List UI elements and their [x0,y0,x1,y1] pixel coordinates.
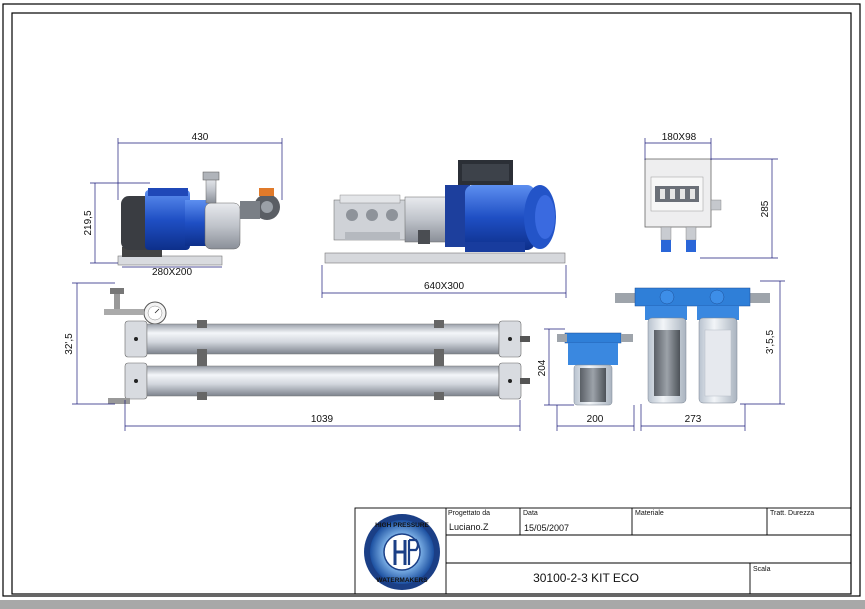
dim-pump-large-base: 640X300 [424,281,464,292]
dim-membranes-height: 32',5 [64,333,75,355]
single-filter-dims [544,328,635,431]
treatment-label: Tratt. Durezza [770,510,814,517]
dim-panel-height: 285 [760,200,771,217]
single-filter [557,332,633,406]
large-pump-unit [324,160,566,264]
membrane-dims [72,282,521,431]
dim-pump-small-height: 219,5 [83,210,94,235]
dim-membranes-length: 1039 [311,414,334,425]
large-pump-dims [321,265,567,298]
small-pump-dims [90,138,283,268]
small-pump-unit [117,171,280,266]
designer-label: Progettato da [448,510,490,517]
date-label: Data [523,510,538,517]
scale-label: Scala [753,566,771,573]
double-filter [615,287,770,404]
panel-dims [644,138,778,259]
dim-filter-double-height: 3',5,5 [765,329,776,354]
outer-frame [2,3,861,597]
date-value: 15/05/2007 [524,523,569,533]
material-label: Materiale [635,510,664,517]
electrical-panel [644,158,722,252]
designer-value: Luciano.Z [449,522,489,532]
logo-top-text: HIGH PRESSURE [375,522,429,529]
company-logo [364,514,440,590]
dim-pump-small-width: 430 [192,132,209,143]
drawing-number: 30100-2-3 KIT ECO [533,571,639,585]
membrane-assembly [104,288,530,404]
logo-bottom-text: WATERMAKERS [376,577,428,584]
dim-panel-width: 180X98 [662,132,697,143]
dim-pump-small-base: 280X200 [152,267,192,278]
title-block [354,507,852,595]
dim-filter-double-width: 273 [685,414,702,425]
sheet-bottom-bar [0,600,865,609]
dim-filter-single-height: 204 [537,359,548,376]
dim-filter-single-width: 200 [587,414,604,425]
double-filter-dims [640,280,785,431]
